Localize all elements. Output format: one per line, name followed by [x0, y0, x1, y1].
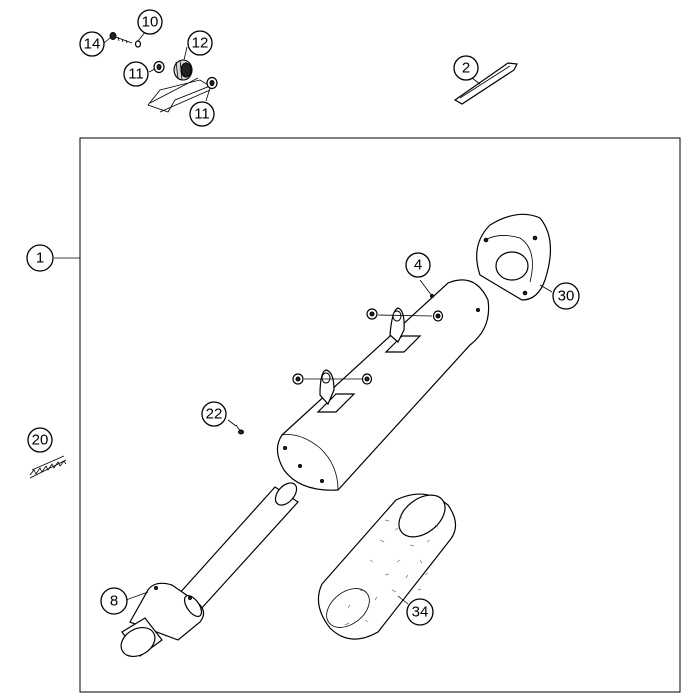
- screw-head: [238, 429, 244, 435]
- callout-11-left: 11: [123, 61, 149, 87]
- callout-22: 22: [201, 401, 227, 427]
- small-washer: [134, 40, 142, 48]
- leader-30: [539, 284, 553, 293]
- rubber-mount-face: [180, 62, 192, 78]
- upper-mount-hole: [392, 310, 402, 322]
- callout-14-label: 14: [84, 36, 101, 53]
- callout-11-right-label: 11: [194, 106, 210, 123]
- callout-8: 8: [100, 587, 128, 615]
- callout-14: 14: [79, 31, 105, 57]
- callout-1: 1: [26, 244, 54, 272]
- leader-8: [125, 591, 149, 601]
- bracket-leader-lines: [149, 77, 211, 113]
- lower-mount-hole: [321, 372, 331, 384]
- insert: [317, 493, 457, 640]
- callout-10: 10: [137, 9, 163, 35]
- callout-8-label: 8: [110, 593, 118, 610]
- mounting-bracket-group: [109, 32, 218, 113]
- lower-washer-left-hole: [295, 376, 301, 382]
- upper-washer-left-hole: [369, 311, 375, 317]
- rubber-mount-ribs: [175, 59, 183, 81]
- callout-10-label: 10: [142, 14, 159, 31]
- pipe-flange: [183, 594, 203, 618]
- heat-shield-edge: [459, 65, 511, 99]
- inlet-pipe: [120, 482, 299, 658]
- silencer-rivet-1: [283, 446, 287, 450]
- callout-34-label: 34: [412, 604, 429, 621]
- end-cap-screw-1: [483, 237, 489, 243]
- leader-22: [227, 419, 237, 427]
- upper-mount-axis: [377, 314, 433, 317]
- silencer-outline: [276, 279, 490, 491]
- callout-1-label: 1: [36, 250, 44, 267]
- callout-11-left-label: 11: [128, 66, 144, 83]
- pipe-rivet-2: [188, 596, 192, 600]
- silencer-rivet-5: [476, 308, 480, 312]
- pipe-inlet: [274, 482, 298, 506]
- insert-texture: [344, 514, 439, 626]
- insert-end-bottom: [326, 588, 370, 628]
- callout-12: 12: [187, 30, 213, 56]
- end-cap-screw-2: [532, 235, 538, 241]
- washer-right-hole: [209, 80, 215, 86]
- callout-2: 2: [453, 55, 479, 81]
- pipe-rivet-1: [154, 586, 158, 590]
- bolt-head: [109, 32, 117, 40]
- end-cap-outlet: [495, 251, 529, 281]
- spring-coil: [29, 460, 67, 476]
- pipe-outlet: [120, 626, 156, 658]
- leader-2: [471, 77, 481, 85]
- callout-20: 20: [27, 427, 53, 453]
- heat-shield-outline: [453, 62, 518, 105]
- callout-34: 34: [406, 598, 434, 626]
- callout-12-label: 12: [192, 35, 209, 52]
- callout-22-label: 22: [206, 406, 223, 423]
- bolt-thread: [117, 36, 128, 44]
- callout-2-label: 2: [462, 60, 470, 77]
- assembly-frame: [79, 137, 681, 693]
- screw: [235, 424, 244, 435]
- leader-34: [397, 595, 409, 605]
- spring-body: [29, 455, 67, 479]
- silencer-body: [276, 279, 490, 491]
- insert-end-top: [398, 494, 446, 538]
- callout-20-label: 20: [32, 432, 49, 449]
- end-cap-screw-3: [522, 290, 528, 296]
- end-cap: [476, 213, 552, 301]
- heat-shield: [453, 62, 518, 105]
- leader-11-right: [205, 87, 211, 102]
- callout-30-label: 30: [558, 288, 575, 305]
- silencer-rivet-2: [298, 464, 302, 468]
- leader-11-left: [148, 68, 156, 73]
- upper-washer-right-hole: [435, 313, 441, 319]
- callout-4: 4: [405, 252, 431, 278]
- spring: [29, 455, 67, 479]
- silencer-end-face: [281, 434, 339, 491]
- washer-left-hole: [156, 64, 162, 70]
- end-cap-rim: [484, 235, 533, 283]
- callout-4-label: 4: [414, 257, 422, 274]
- leader-14: [103, 37, 111, 44]
- leader-12: [183, 46, 188, 61]
- callout-30: 30: [552, 282, 580, 310]
- callout-11-right: 11: [189, 101, 215, 127]
- leader-4: [419, 279, 433, 297]
- lower-washer-right-hole: [364, 376, 370, 382]
- silencer-rivet-3: [320, 479, 324, 483]
